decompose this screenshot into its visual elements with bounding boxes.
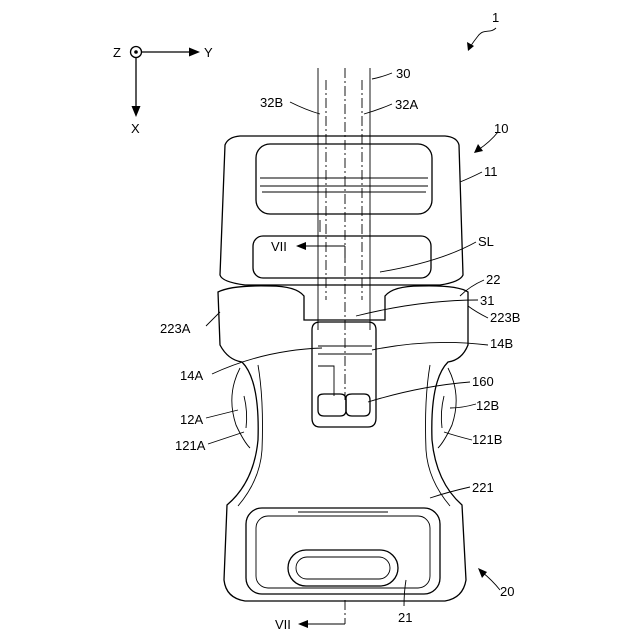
side-arm-121A	[244, 396, 247, 428]
z-axis-label: Z	[113, 45, 121, 60]
leader-223A	[206, 312, 220, 326]
label-121A: 121A	[175, 438, 206, 453]
side-arm-121B	[441, 396, 444, 428]
label-223B: 223B	[490, 310, 520, 325]
y-arrowhead-icon	[189, 48, 200, 57]
leader-32B	[290, 102, 320, 114]
label-11: 11	[484, 164, 498, 179]
label-12B: 12B	[476, 398, 499, 413]
label-12A: 12A	[180, 412, 203, 427]
label-121B: 121B	[472, 432, 502, 447]
leader-121A	[208, 432, 244, 444]
leader-lines	[206, 73, 500, 606]
label-22: 22	[486, 272, 500, 287]
reference-labels: 30 32B 32A 10 11 SL 22 31 223A 223B 14B …	[160, 66, 520, 625]
section-VII-top-label: VII	[271, 239, 287, 254]
release-button-outer	[246, 508, 440, 594]
section-VII-bottom-arrowhead-icon	[298, 620, 308, 628]
section-line-VII: VII VII	[271, 239, 345, 632]
label-221: 221	[472, 480, 494, 495]
label-14A: 14A	[180, 368, 203, 383]
axis-indicator: Z Y X	[113, 45, 213, 136]
female-body-outline	[218, 286, 468, 601]
label-20: 20	[500, 584, 514, 599]
label-223A: 223A	[160, 321, 191, 336]
label-30: 30	[396, 66, 410, 81]
button-grip-outer	[288, 550, 398, 586]
male-member-10	[220, 136, 463, 285]
label-160: 160	[472, 374, 494, 389]
figure-leader	[470, 28, 496, 47]
label-14B: 14B	[490, 336, 513, 351]
label-SL: SL	[478, 234, 494, 249]
female-member-20	[218, 286, 468, 601]
leader-21	[404, 580, 406, 606]
y-axis-label: Y	[204, 45, 213, 60]
leader-12B	[450, 404, 476, 408]
label-32A: 32A	[395, 97, 418, 112]
button-grip-inner	[296, 557, 390, 579]
leader-14A	[212, 348, 322, 374]
leader-14B	[372, 342, 488, 350]
x-arrowhead-icon	[132, 106, 141, 117]
leader-30	[372, 73, 392, 79]
figure-number-label: 1	[492, 10, 499, 25]
opening-inner-step	[318, 366, 334, 396]
protrusion-160-right	[346, 394, 370, 416]
x-axis-label: X	[131, 121, 140, 136]
label-21: 21	[398, 610, 412, 625]
leader-32A	[364, 104, 392, 114]
protrusion-160-left	[318, 394, 346, 416]
side-arm-12A	[232, 368, 250, 448]
leader-121B	[444, 432, 472, 440]
belt-30	[318, 68, 370, 400]
label-31: 31	[480, 293, 494, 308]
label-32B: 32B	[260, 95, 283, 110]
leader-10-arrowhead-icon	[474, 144, 483, 153]
leader-31	[356, 300, 478, 316]
label-10: 10	[494, 121, 508, 136]
release-button-inner	[256, 516, 430, 588]
central-opening	[312, 322, 376, 427]
belt-slot-upper	[256, 144, 432, 214]
z-axis-dot-icon	[134, 50, 138, 54]
leader-20-arrowhead-icon	[478, 568, 487, 578]
section-VII-top-arrowhead-icon	[296, 242, 306, 250]
leader-11	[460, 172, 482, 182]
section-VII-bottom-label: VII	[275, 617, 291, 632]
